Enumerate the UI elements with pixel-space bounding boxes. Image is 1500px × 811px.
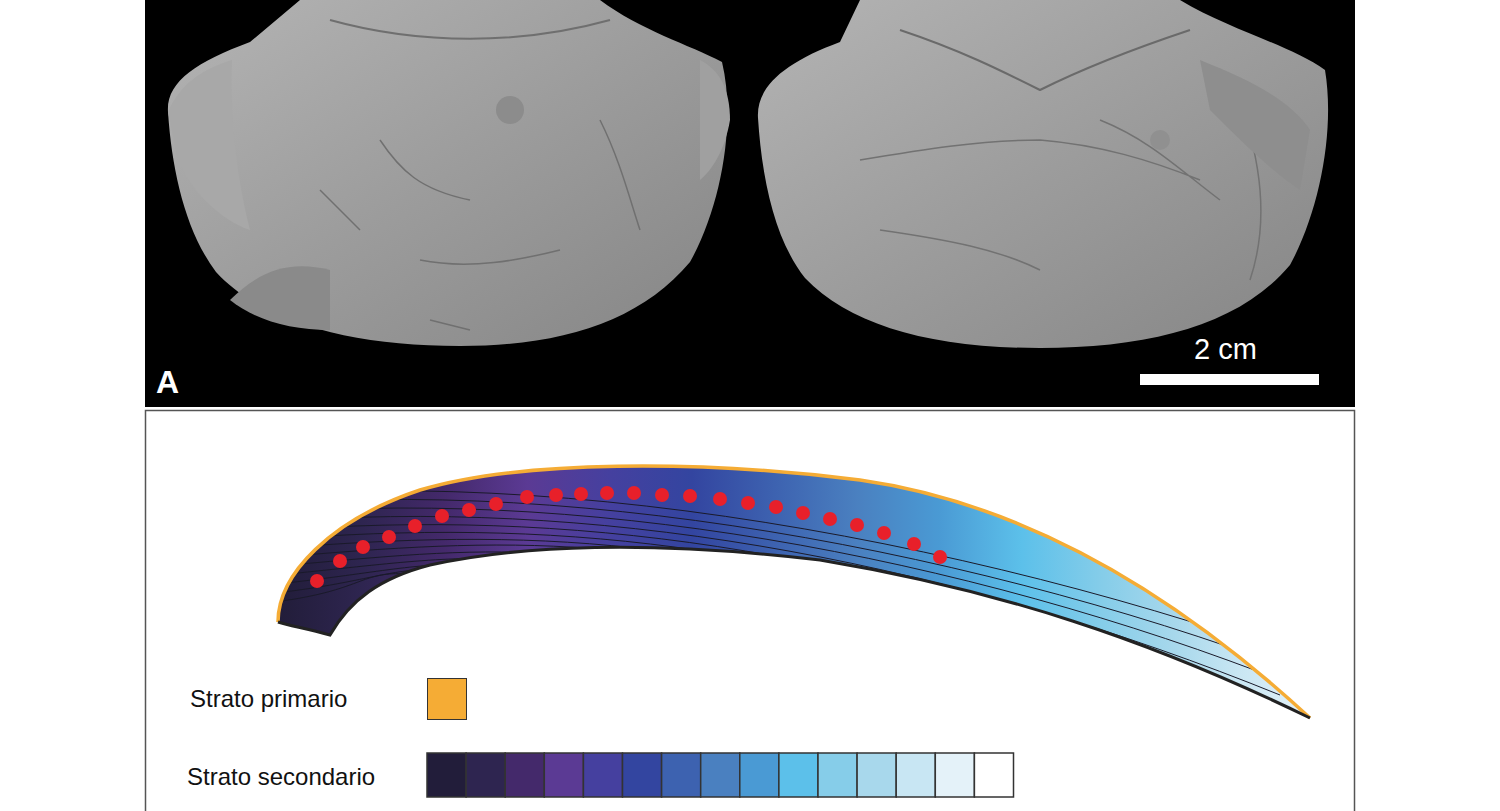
legend-text: Strato primario <box>190 685 347 713</box>
color-swatch <box>623 753 662 797</box>
panel-letter: A <box>156 364 179 401</box>
sample-dot <box>627 486 641 500</box>
growth-line <box>284 569 704 623</box>
sample-dot <box>310 574 324 588</box>
color-swatch <box>935 753 974 797</box>
fossil-photo <box>758 0 1328 348</box>
growth-line <box>288 558 848 631</box>
color-swatch <box>427 753 466 797</box>
scale-bar <box>1140 374 1319 385</box>
sample-dot <box>850 518 864 532</box>
growth-line <box>290 552 920 635</box>
color-swatch <box>701 753 740 797</box>
growth-line <box>294 539 1064 653</box>
sample-dot <box>435 509 449 523</box>
fossil-photo <box>168 0 730 346</box>
legend-text: Strato secondario <box>187 763 375 791</box>
sample-dot <box>549 488 563 502</box>
color-swatch <box>779 753 818 797</box>
sample-dot <box>933 550 947 564</box>
color-swatch <box>505 753 544 797</box>
sample-dot <box>520 490 534 504</box>
color-swatch <box>544 753 583 797</box>
sample-dot <box>382 530 396 544</box>
color-swatch <box>583 753 622 797</box>
sample-dot <box>769 500 783 514</box>
sample-dot <box>713 492 727 506</box>
sample-dot <box>796 506 810 520</box>
sample-dot <box>683 489 697 503</box>
scale-label: 2 cm <box>1194 333 1257 366</box>
sample-dot <box>574 487 588 501</box>
color-swatch <box>466 753 505 797</box>
color-swatch <box>896 753 935 797</box>
color-swatch <box>974 753 1013 797</box>
color-swatch <box>740 753 779 797</box>
growth-line <box>286 564 776 627</box>
color-scale <box>427 753 1014 797</box>
color-swatch <box>818 753 857 797</box>
growth-line <box>292 545 992 639</box>
sample-dot <box>823 512 837 526</box>
sample-dot <box>462 503 476 517</box>
sample-dot <box>333 554 347 568</box>
sample-dot <box>356 540 370 554</box>
shell-section <box>278 466 1496 737</box>
sample-dot <box>600 486 614 500</box>
sample-dot <box>877 526 891 540</box>
growth-line <box>282 574 632 619</box>
sample-dot <box>489 497 503 511</box>
color-swatch <box>662 753 701 797</box>
legend-swatch <box>427 678 467 720</box>
sample-dot <box>655 488 669 502</box>
sample-dot <box>907 537 921 551</box>
growth-line <box>296 532 1136 667</box>
sample-dot <box>408 519 422 533</box>
color-swatch <box>857 753 896 797</box>
sample-dot <box>741 496 755 510</box>
growth-line <box>304 499 1424 723</box>
growth-line <box>306 491 1496 737</box>
